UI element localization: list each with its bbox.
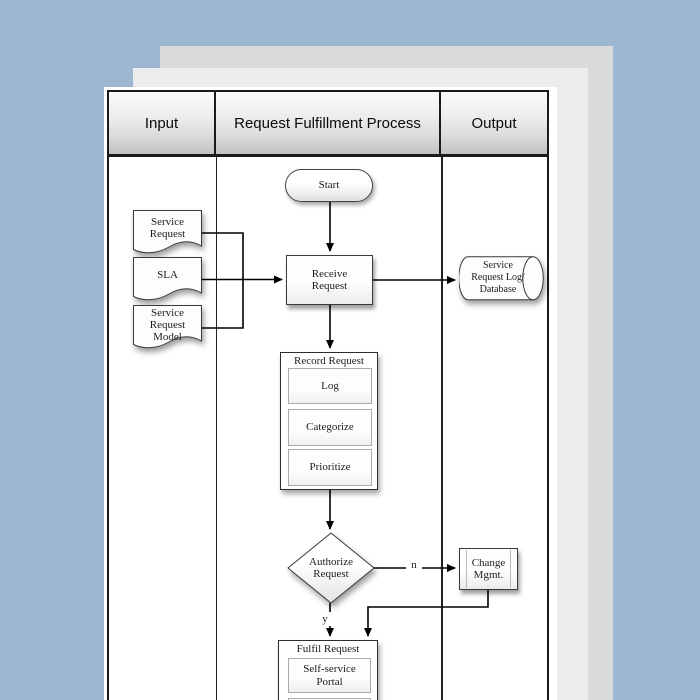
swimlane-header-row: Input Request Fulfillment Process Output xyxy=(107,90,549,157)
branch-label-yes: y xyxy=(317,612,333,626)
subprocess-line-right xyxy=(510,550,511,588)
record-request-title: Record Request xyxy=(294,355,364,367)
start-label: Start xyxy=(318,179,340,192)
document-service-request: Service Request xyxy=(133,210,202,258)
datastore-label: Service Request Log/ Database xyxy=(471,260,525,295)
header-cell-input: Input xyxy=(109,92,216,154)
step-log-label: Log xyxy=(321,379,339,392)
step-log: Log xyxy=(288,368,372,404)
document-service-request-label: Service Request xyxy=(149,215,186,241)
header-label-output: Output xyxy=(471,114,517,132)
header-label-input: Input xyxy=(144,114,179,132)
connector-input-joins xyxy=(201,232,244,329)
header-label-process: Request Fulfillment Process xyxy=(234,114,421,132)
branch-label-no: n xyxy=(406,558,422,572)
header-cell-output: Output xyxy=(441,92,547,154)
subprocess-line-left xyxy=(466,550,467,588)
column-divider-input-process xyxy=(215,157,217,700)
process-receive-request: Receive Request xyxy=(286,255,373,305)
datastore-service-request-log: Service Request Log/ Database xyxy=(459,256,545,301)
step-prioritize: Prioritize xyxy=(288,449,372,486)
connector-change-to-fulfil xyxy=(364,590,489,637)
table-border-left xyxy=(107,157,109,700)
group-record-request: Record Request Log Categorize Prioritize xyxy=(280,352,378,490)
column-divider-process-output xyxy=(441,157,443,700)
step-self-service-portal: Self-service Portal xyxy=(288,658,371,693)
start-terminator: Start xyxy=(285,169,373,202)
table-border-right xyxy=(547,157,549,700)
step-prioritize-label: Prioritize xyxy=(309,461,351,474)
change-mgmt-label: Change Mgmt. xyxy=(471,556,506,582)
step-self-service-portal-label: Self-service Portal xyxy=(303,663,356,688)
document-sla: SLA xyxy=(133,257,202,305)
group-fulfil-request: Fulfil Request Self-service Portal xyxy=(278,640,378,700)
subprocess-change-mgmt: Change Mgmt. xyxy=(459,548,518,590)
step-partial xyxy=(288,698,371,700)
header-cell-process: Request Fulfillment Process xyxy=(216,92,441,154)
step-categorize: Categorize xyxy=(288,409,372,446)
decision-authorize-request: Authorize Request xyxy=(285,530,377,608)
step-categorize-label: Categorize xyxy=(306,421,354,434)
receive-request-label: Receive Request xyxy=(311,267,348,293)
document-service-request-model-label: Service Request Model xyxy=(149,307,186,343)
document-service-request-model: Service Request Model xyxy=(133,305,202,353)
document-sla-label: SLA xyxy=(157,268,178,281)
decision-label: Authorize Request xyxy=(309,555,353,581)
fulfil-request-title: Fulfil Request xyxy=(296,643,360,655)
